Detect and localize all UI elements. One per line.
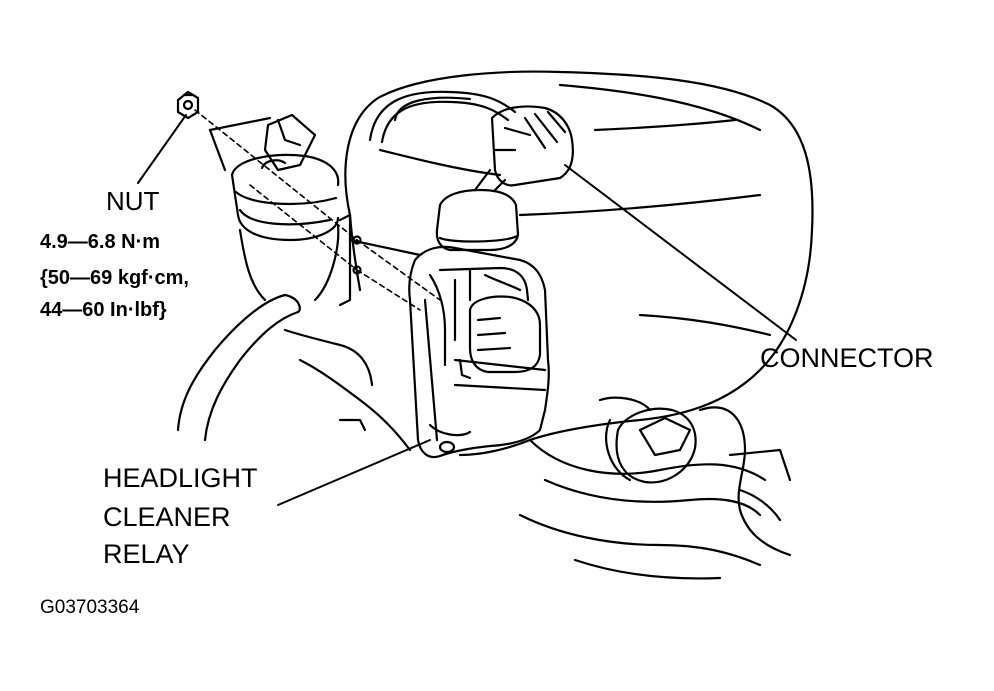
upper-connector — [490, 105, 574, 187]
lower-connector-plug — [435, 168, 520, 252]
nut-fastener — [176, 90, 200, 120]
nut-leader-line — [137, 114, 187, 184]
leader-lines — [137, 114, 797, 506]
mounting-guide-lines — [194, 109, 441, 311]
wire-harness — [368, 90, 517, 144]
relay-label-line1: HEADLIGHT — [103, 463, 258, 493]
washer-tank-neck — [208, 113, 340, 302]
connector-label: CONNECTOR — [760, 343, 934, 373]
vehicle-body-outline — [344, 70, 814, 580]
nut-label: NUT — [106, 186, 160, 216]
relay-label-line2: CLEANER — [103, 502, 231, 532]
torque-spec-nm: 4.9—6.8 N·m — [40, 231, 161, 253]
washer-hose — [176, 293, 301, 442]
torque-spec-inlbf: 44—60 In·lbf} — [40, 299, 167, 321]
figure-code: G03703364 — [40, 597, 140, 618]
lower-assembly — [283, 328, 792, 522]
torque-spec-kgfcm: {50—69 kgf·cm, — [40, 267, 189, 289]
relay-body — [408, 245, 550, 459]
connector-leader-line — [564, 164, 797, 341]
relay-leader-line — [277, 439, 431, 506]
relay-label-line3: RELAY — [103, 539, 190, 569]
